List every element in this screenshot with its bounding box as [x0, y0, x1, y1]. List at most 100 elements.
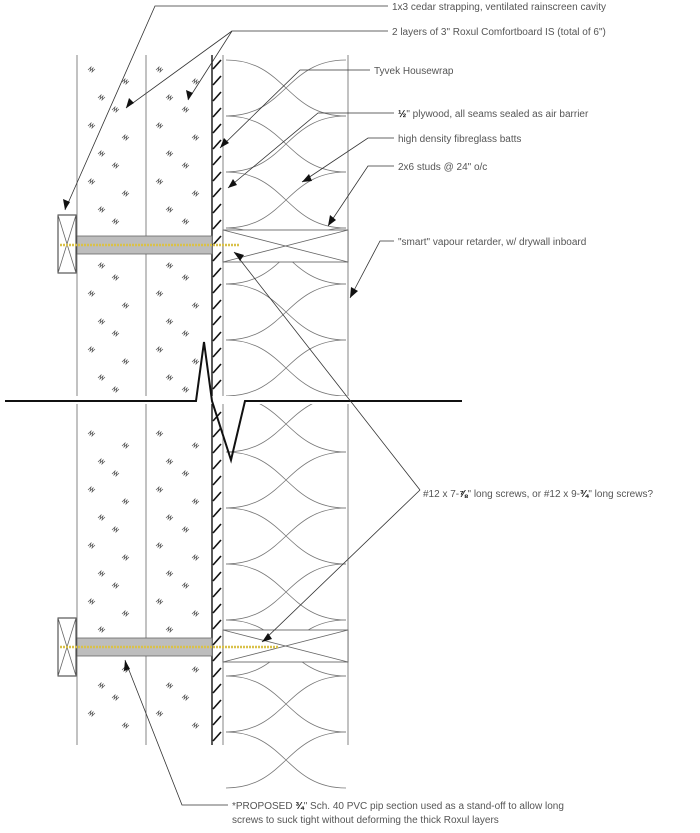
leader-pvc: [124, 659, 228, 806]
label-plywood: ½" plywood, all seams sealed as air barr…: [398, 109, 589, 120]
roxul-squiggle: [87, 65, 96, 74]
leader-vapour: [349, 240, 394, 299]
leader-batts: [301, 137, 394, 183]
roxul-squiggle: [87, 709, 96, 718]
roxul-squiggle: [97, 569, 106, 578]
roxul-squiggle: [121, 441, 130, 450]
roxul-squiggle: [165, 149, 174, 158]
roxul-squiggle: [111, 329, 120, 338]
roxul-squiggle: [97, 261, 106, 270]
hatch-mark: [212, 427, 222, 438]
roxul-squiggle: [87, 541, 96, 550]
roxul-squiggle: [155, 345, 164, 354]
leader-strapping: [64, 5, 388, 211]
label-studs: 2x6 studs @ 24" o/c: [398, 162, 487, 173]
leader-lines: [64, 5, 421, 806]
roxul-squiggle: [121, 357, 130, 366]
hatch-mark: [212, 299, 222, 310]
roxul-squiggle: [155, 289, 164, 298]
arrowhead: [234, 252, 244, 261]
roxul-squiggle: [97, 149, 106, 158]
roxul-squiggle: [121, 553, 130, 562]
hatch-mark: [212, 59, 222, 70]
fibreglass-batts: [225, 59, 347, 789]
roxul-squiggle: [191, 497, 200, 506]
roxul-squiggle: [181, 161, 190, 170]
roxul-squiggle: [121, 189, 130, 198]
wall-assembly: [0, 55, 470, 789]
arrowhead: [350, 287, 358, 298]
leader-studs: [327, 165, 394, 227]
roxul-squiggle: [121, 301, 130, 310]
hatch-mark: [212, 91, 222, 102]
roxul-squiggle: [111, 217, 120, 226]
roxul-squiggle: [111, 693, 120, 702]
roxul-squiggle: [111, 273, 120, 282]
roxul-squiggle: [181, 581, 190, 590]
roxul-squiggle: [111, 525, 120, 534]
roxul-squiggle: [165, 513, 174, 522]
hatch-mark: [212, 187, 222, 198]
arrowhead: [328, 215, 336, 226]
arrowhead: [126, 98, 134, 108]
roxul-insulation-pattern: [87, 65, 200, 730]
roxul-squiggle: [181, 469, 190, 478]
arrowhead: [262, 633, 272, 642]
hatch-mark: [212, 363, 222, 374]
roxul-squiggle: [191, 609, 200, 618]
hatch-mark: [212, 651, 222, 662]
batt-loop: [225, 675, 347, 733]
batt-loop: [225, 731, 347, 789]
roxul-squiggle: [191, 301, 200, 310]
hatch-mark: [212, 539, 222, 550]
hatch-mark: [212, 171, 222, 182]
leader-tyvek: [219, 69, 370, 149]
roxul-squiggle: [165, 261, 174, 270]
roxul-squiggle: [155, 485, 164, 494]
hatch-mark: [212, 251, 222, 262]
hatch-mark: [212, 715, 222, 726]
roxul-squiggle: [155, 541, 164, 550]
leader-screw-bottom: [261, 489, 421, 643]
roxul-squiggle: [97, 205, 106, 214]
roxul-squiggle: [191, 721, 200, 730]
hatch-mark: [212, 667, 222, 678]
arrowhead: [124, 660, 130, 671]
roxul-squiggle: [165, 625, 174, 634]
roxul-squiggle: [97, 373, 106, 382]
batt-loop: [225, 451, 347, 509]
arrowhead: [302, 174, 312, 182]
roxul-squiggle: [181, 525, 190, 534]
hatch-mark: [212, 587, 222, 598]
roxul-squiggle: [87, 429, 96, 438]
hatch-mark: [212, 283, 222, 294]
roxul-squiggle: [121, 133, 130, 142]
label-screws: #12 x 7-⅞" long screws, or #12 x 9-¾" lo…: [423, 489, 653, 500]
roxul-squiggle: [165, 205, 174, 214]
batt-loop: [225, 507, 347, 565]
roxul-squiggle: [165, 457, 174, 466]
label-proposed-line2: screws to suck tight without deforming t…: [232, 815, 499, 826]
hatch-mark: [212, 315, 222, 326]
hatch-mark: [212, 219, 222, 230]
arrowhead: [220, 138, 229, 148]
batt-loop: [225, 171, 347, 229]
label-roxul: 2 layers of 3" Roxul Comfortboard IS (to…: [392, 27, 606, 38]
hatch-mark: [212, 683, 222, 694]
roxul-squiggle: [181, 693, 190, 702]
roxul-squiggle: [191, 133, 200, 142]
roxul-squiggle: [165, 93, 174, 102]
hatch-mark: [212, 331, 222, 342]
roxul-squiggle: [191, 665, 200, 674]
roxul-squiggle: [111, 105, 120, 114]
roxul-squiggle: [191, 441, 200, 450]
leader-screw-top: [233, 251, 421, 491]
roxul-squiggle: [155, 177, 164, 186]
roxul-squiggle: [121, 609, 130, 618]
roxul-squiggle: [155, 429, 164, 438]
roxul-squiggle: [97, 457, 106, 466]
hatch-mark: [212, 571, 222, 582]
roxul-squiggle: [165, 317, 174, 326]
roxul-squiggle: [155, 709, 164, 718]
